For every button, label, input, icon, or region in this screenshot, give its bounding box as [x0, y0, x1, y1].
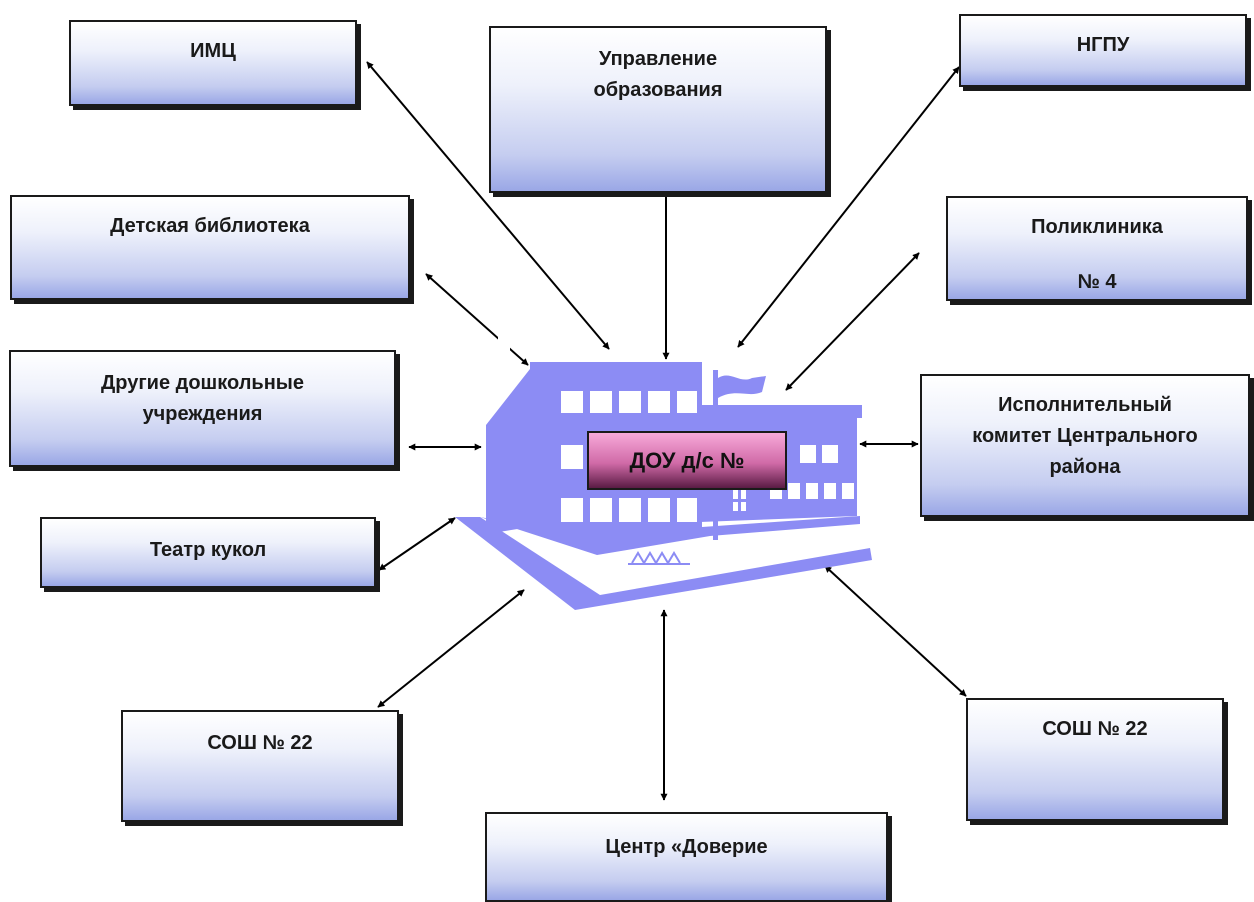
node-executive-committee-line-2: комитет Центрального: [972, 425, 1198, 447]
arrow-imc: [366, 61, 610, 350]
node-polyclinic-line-2: [948, 243, 1246, 267]
node-school-left-label: СОШ № 22: [207, 732, 313, 754]
node-other-preschools-line-1: Другие дошкольные: [101, 372, 304, 394]
node-imc-label: ИМЦ: [190, 40, 236, 62]
arrow-puppet-theatre: [378, 517, 456, 571]
node-education-department: Управление образования: [489, 26, 827, 193]
node-school-right-label: СОШ № 22: [1042, 718, 1148, 740]
center-dou-text: ДОУ д/с №: [629, 448, 745, 473]
node-ngpu-label: НГПУ: [1076, 34, 1130, 56]
arrow-polyclinic: [785, 252, 920, 391]
node-school-right: СОШ № 22: [966, 698, 1224, 821]
node-childrens-library: Детская библиотека: [10, 195, 410, 300]
node-other-preschools-line-2: учреждения: [142, 403, 263, 425]
node-other-preschools: Другие дошкольные учреждения: [9, 350, 396, 467]
arrow-school-left: [377, 589, 525, 708]
arrow-ngpu: [737, 66, 960, 348]
node-executive-committee-line-3: района: [1049, 456, 1121, 478]
arrow-childrens-library: [425, 273, 529, 366]
node-education-department-line-2: образования: [593, 79, 723, 101]
node-childrens-library-label: Детская библиотека: [110, 215, 310, 237]
arrow-school-right: [824, 565, 967, 697]
node-polyclinic-line-3: № 4: [1077, 271, 1117, 293]
node-ngpu: НГПУ: [959, 14, 1247, 87]
center-dou-label: ДОУ д/с №: [587, 431, 787, 490]
node-puppet-theatre-label: Театр кукол: [149, 539, 267, 561]
node-polyclinic-line-1: Поликлиника: [1031, 216, 1163, 238]
node-imc: ИМЦ: [69, 20, 357, 106]
node-education-department-line-1: Управление: [598, 48, 718, 70]
node-trust-center: Центр «Доверие: [485, 812, 888, 902]
node-school-left: СОШ № 22: [121, 710, 399, 822]
node-polyclinic: Поликлиника № 4: [946, 196, 1248, 301]
node-executive-committee: Исполнительный комитет Центрального райо…: [920, 374, 1250, 517]
node-executive-committee-line-1: Исполнительный: [998, 394, 1172, 416]
node-trust-center-label: Центр «Доверие: [605, 836, 768, 858]
node-puppet-theatre: Театр кукол: [40, 517, 376, 588]
